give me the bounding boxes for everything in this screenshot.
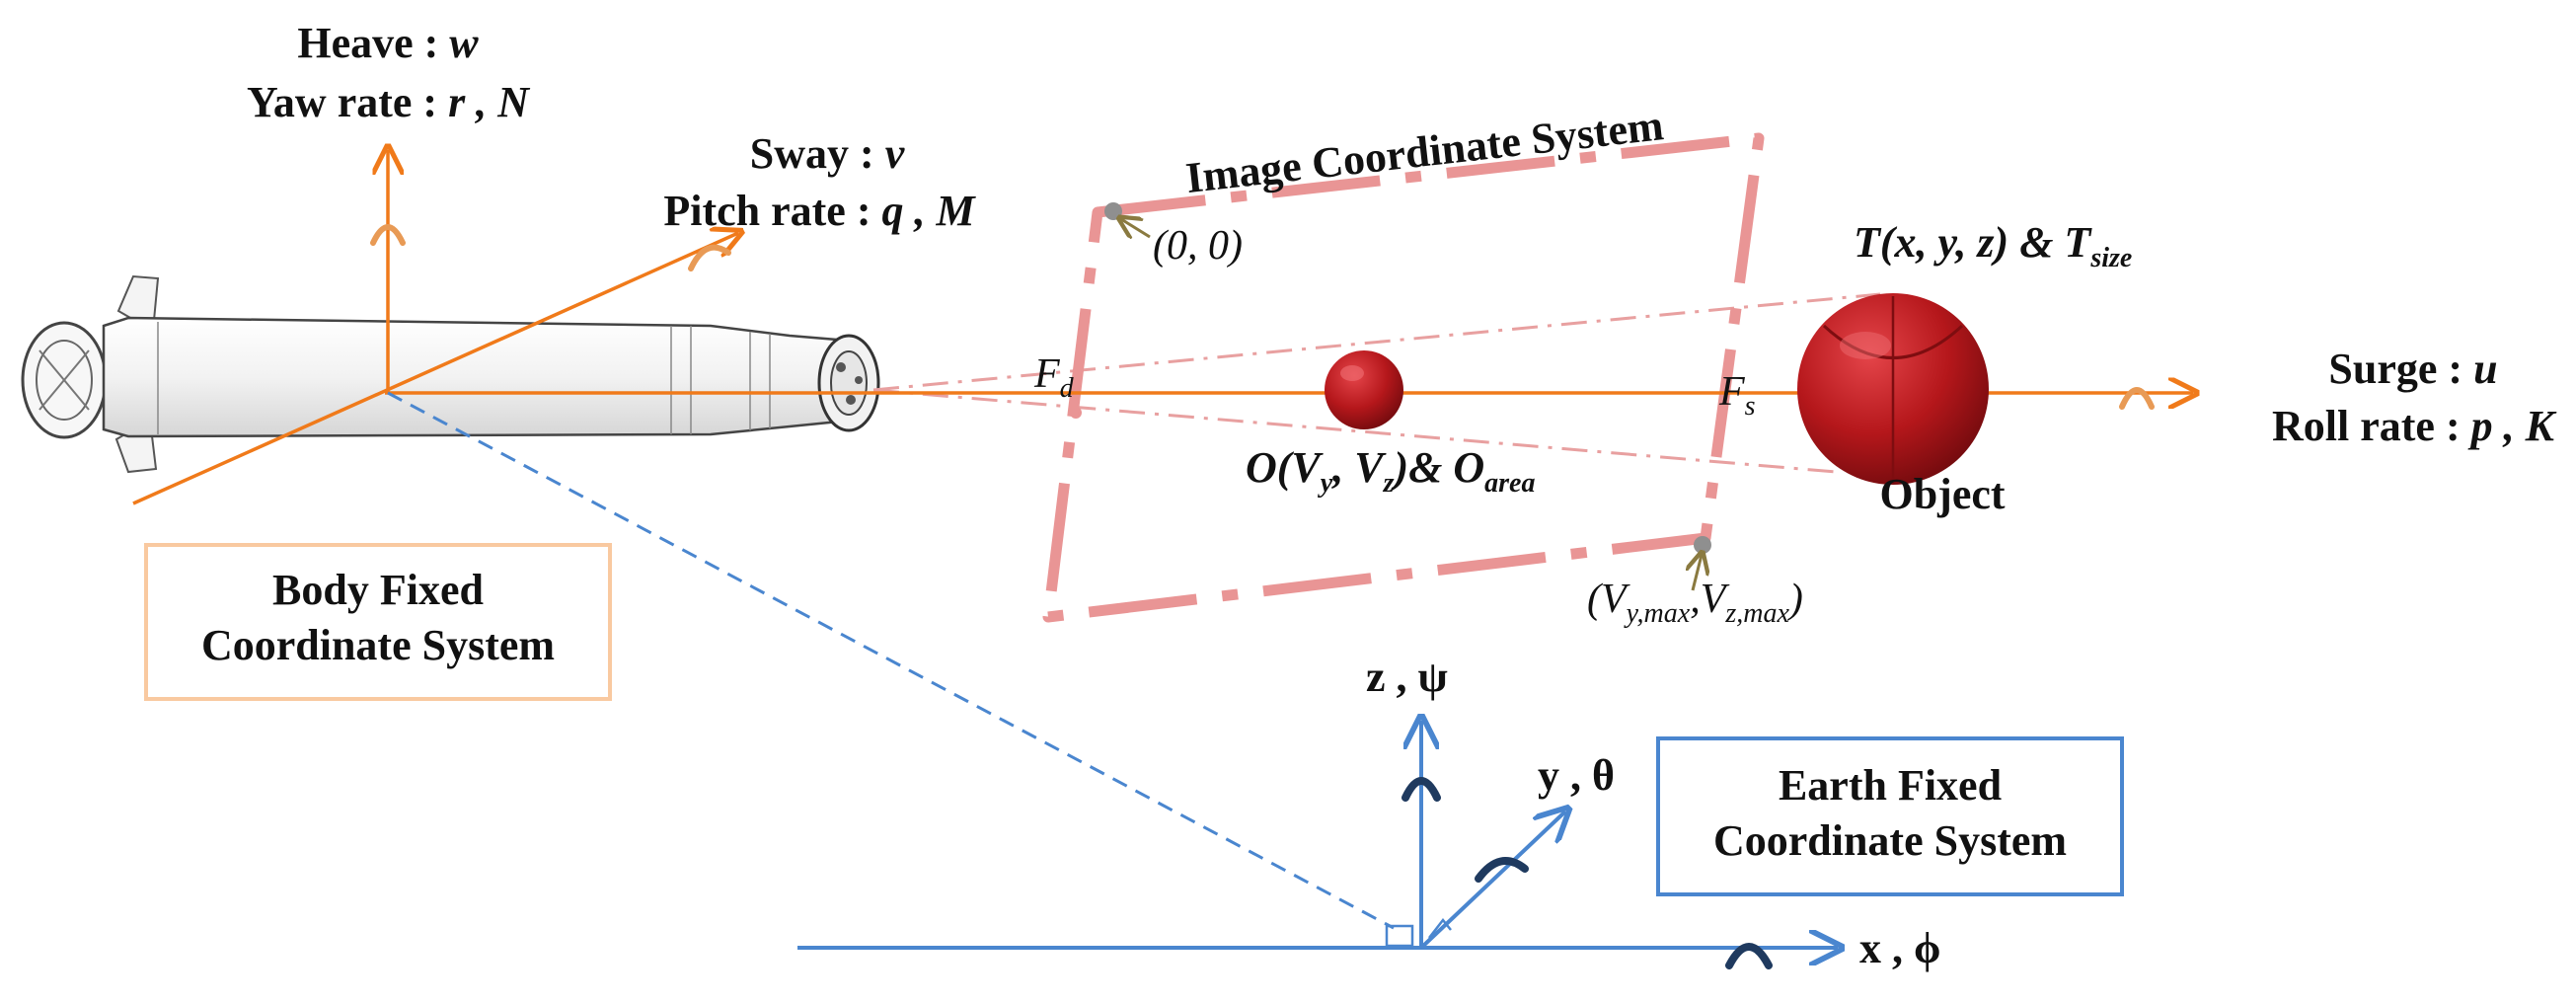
object-ball (1797, 293, 1989, 485)
earth-x-label: x , ϕ (1859, 924, 1940, 972)
max-pointer-arrow (1693, 555, 1702, 591)
fs-label: Fs (1718, 369, 1756, 422)
image-max-dot (1694, 536, 1711, 554)
right-angle-marker (1385, 924, 1414, 948)
body-frame-box (144, 543, 612, 701)
earth-z-label: z , ψ (1366, 653, 1448, 701)
t-label: T(x, y, z) & Tsize (1854, 218, 2132, 273)
red-ball-icon (1325, 350, 1403, 429)
roll-rotation-icon (2119, 387, 2155, 410)
earth-frame-title-2: Coordinate System (1713, 816, 2067, 865)
psi-rotation-icon (1402, 777, 1441, 802)
object-label: Object (1879, 470, 2005, 518)
image-frame-title: Image Coordinate System (1183, 101, 1666, 202)
heave-label: Heave : w (297, 19, 479, 67)
body-y-axis (132, 233, 738, 505)
o-label: O(Vy, Vz)& Oarea (1246, 443, 1535, 499)
fd-label: Fd (1033, 351, 1075, 404)
rotation-arrow-icon (370, 224, 2155, 410)
surge-label: Surge : u (2328, 345, 2497, 393)
body-frame-title-2: Coordinate System (201, 621, 555, 669)
earth-y-label: y , θ (1538, 751, 1615, 800)
body-frame-title-1: Body Fixed (272, 566, 484, 614)
earth-rotation-icons (1402, 777, 1773, 969)
sway-label: Sway : v (750, 129, 905, 178)
image-origin-label: (0, 0) (1153, 223, 1243, 269)
image-max-label: (Vy,max,Vz,max) (1587, 577, 1803, 629)
camera-projection-lines (872, 292, 1881, 474)
auv-vehicle-icon (21, 274, 880, 474)
roll-label: Roll rate : p , K (2272, 402, 2557, 450)
origin-pointer-arrow (1121, 219, 1151, 237)
yaw-label: Yaw rate : r , N (247, 78, 531, 126)
theta-rotation-icon (1475, 857, 1529, 883)
earth-frame-title-1: Earth Fixed (1779, 761, 2002, 810)
image-ball (1325, 350, 1403, 429)
earth-y-axis (1419, 811, 1565, 950)
body-to-earth-link (387, 391, 1395, 930)
yaw-rotation-icon (370, 224, 406, 246)
earth-frame-box (1656, 736, 2124, 896)
image-frame-border (1042, 132, 1765, 623)
earth-axes (797, 721, 1838, 948)
pitch-label: Pitch rate : q , M (663, 187, 976, 235)
image-origin-dot (1104, 202, 1122, 220)
pitch-rotation-icon (688, 244, 731, 271)
phi-rotation-icon (1725, 943, 1773, 969)
